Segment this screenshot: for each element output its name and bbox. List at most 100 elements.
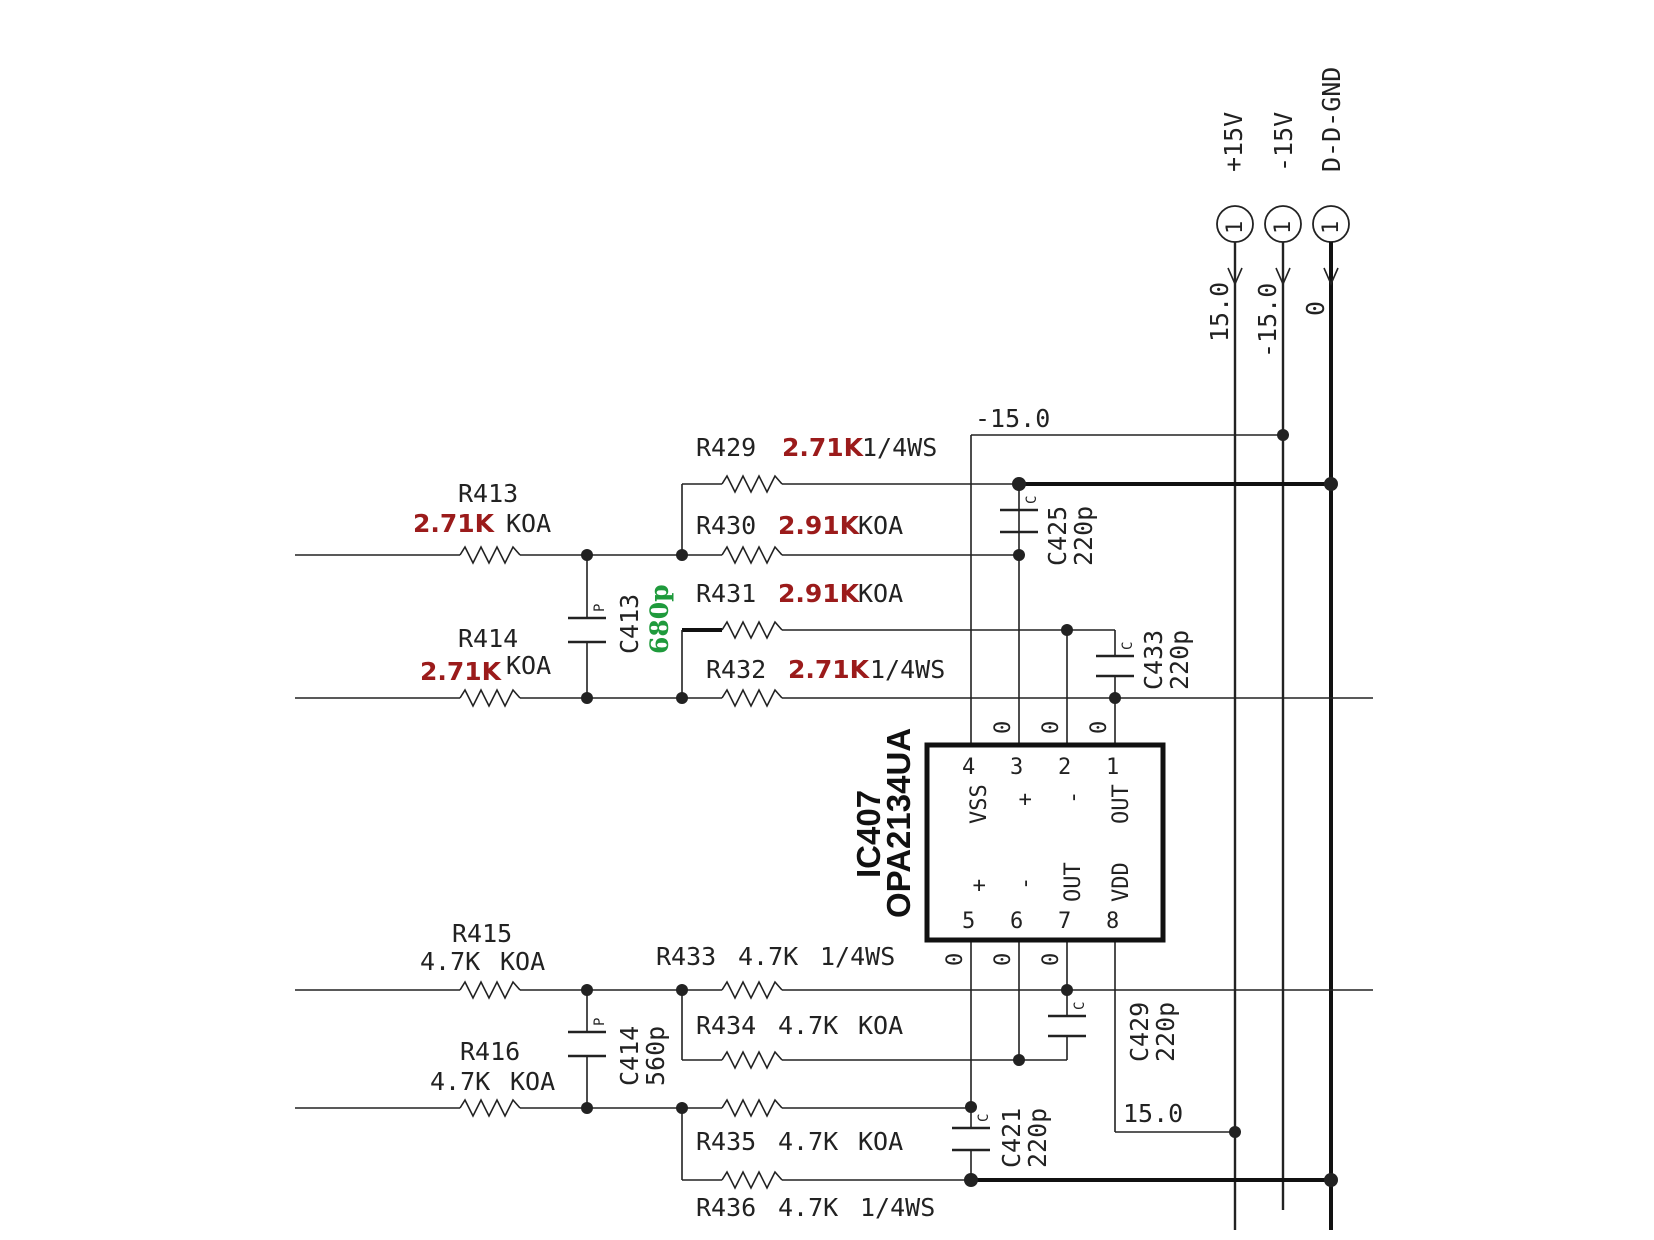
m15-rail-voltage: -15.0 bbox=[1253, 283, 1282, 358]
R434-spec: KOA bbox=[858, 1011, 903, 1040]
R429-value: 2.71K bbox=[782, 433, 865, 462]
R413-symbol bbox=[459, 545, 521, 565]
gnd-connector-pin: 1 bbox=[1319, 221, 1344, 234]
R432-value: 2.71K bbox=[788, 655, 871, 684]
m15-arrow-icon bbox=[1275, 267, 1291, 286]
C414-value: 560p bbox=[641, 1026, 670, 1086]
R414-symbol bbox=[459, 688, 521, 708]
C421-type: C bbox=[976, 1114, 992, 1122]
p15-arrow-icon bbox=[1227, 267, 1243, 286]
R435-ref: R435 bbox=[696, 1127, 756, 1156]
C425-symbol bbox=[1000, 508, 1038, 534]
R434-symbol bbox=[721, 1050, 783, 1070]
R432-spec: 1/4WS bbox=[870, 655, 945, 684]
ic-pin4-num: 4 bbox=[962, 755, 975, 780]
m15-rail-name: -15V bbox=[1269, 112, 1298, 172]
C414-type: P bbox=[592, 1018, 608, 1026]
C413-symbol bbox=[568, 616, 606, 644]
C421-symbol bbox=[952, 1126, 990, 1152]
R432-ref: R432 bbox=[706, 655, 766, 684]
ic-pin6-voltage: 0 bbox=[991, 953, 1016, 966]
C425-ref: C425 bbox=[1043, 506, 1072, 566]
m15-connector-pin: 1 bbox=[1271, 221, 1296, 234]
R416-symbol bbox=[459, 1098, 521, 1118]
R430-spec: KOA bbox=[858, 511, 903, 540]
C425-type: C bbox=[1024, 496, 1040, 504]
C433-value: 220p bbox=[1165, 630, 1194, 690]
R413-value: 2.71K bbox=[413, 509, 496, 538]
C433-symbol bbox=[1096, 654, 1134, 678]
R433-symbol bbox=[721, 980, 783, 1000]
ic-pin8-num: 8 bbox=[1106, 909, 1119, 934]
R429-spec: 1/4WS bbox=[862, 433, 937, 462]
R415-symbol bbox=[459, 980, 521, 1000]
C429-ref: C429 bbox=[1125, 1002, 1154, 1062]
R431-symbol bbox=[721, 620, 783, 640]
p15-rail-name: +15V bbox=[1219, 112, 1248, 172]
ic-part: OPA2134UA bbox=[880, 728, 917, 918]
gnd-arrow-icon bbox=[1323, 267, 1339, 286]
ic-pin4-voltage: 0 bbox=[991, 721, 1016, 734]
C429-symbol bbox=[1048, 1014, 1086, 1038]
net-label-neg15: -15.0 bbox=[975, 404, 1050, 433]
ic-body bbox=[924, 742, 1166, 943]
ic-pin2-num: 2 bbox=[1058, 755, 1071, 780]
ic-pin5-name: + bbox=[967, 879, 992, 892]
R429-ref: R429 bbox=[696, 433, 756, 462]
ic-pin2-voltage: 0 bbox=[1087, 721, 1112, 734]
ic-pin4-name: VSS bbox=[967, 784, 992, 824]
R431-value: 2.91K bbox=[778, 579, 861, 608]
ic-ref: IC407 bbox=[850, 790, 887, 878]
ic-pin1-name: OUT bbox=[1109, 784, 1134, 824]
wires bbox=[295, 429, 1373, 1187]
R414-spec: KOA bbox=[506, 651, 551, 680]
C413-value: 680p bbox=[645, 584, 674, 654]
C429-value: 220p bbox=[1151, 1002, 1180, 1062]
R434-ref: R434 bbox=[696, 1011, 756, 1040]
C421-ref: C421 bbox=[997, 1108, 1026, 1168]
R431-spec: KOA bbox=[858, 579, 903, 608]
R435-symbol bbox=[721, 1098, 783, 1118]
R416-value: 4.7K bbox=[430, 1067, 490, 1096]
R430-value: 2.91K bbox=[778, 511, 861, 540]
C425-value: 220p bbox=[1069, 506, 1098, 566]
C421-value: 220p bbox=[1023, 1108, 1052, 1168]
R430-symbol bbox=[721, 545, 783, 565]
R415-spec: KOA bbox=[500, 947, 545, 976]
gnd-rail-name: D-D-GND bbox=[1317, 67, 1346, 172]
ic-pin6-num: 6 bbox=[1010, 909, 1023, 934]
p15-rail-voltage: 15.0 bbox=[1205, 282, 1234, 342]
C433-ref: C433 bbox=[1139, 630, 1168, 690]
ic-pin1-num: 1 bbox=[1106, 755, 1119, 780]
R433-ref: R433 bbox=[656, 942, 716, 971]
ic-pin7-num: 7 bbox=[1058, 909, 1071, 934]
ic-pin3-name: + bbox=[1013, 793, 1038, 806]
R415-value: 4.7K bbox=[420, 947, 480, 976]
C433-type: C bbox=[1120, 642, 1136, 650]
ic-pin5-voltage: 0 bbox=[943, 953, 968, 966]
C413-ref: C413 bbox=[615, 594, 644, 654]
R414-value: 2.71K bbox=[420, 657, 503, 686]
R413-ref: R413 bbox=[458, 479, 518, 508]
R432-symbol bbox=[721, 688, 783, 708]
ic-pin3-voltage: 0 bbox=[1039, 721, 1064, 734]
R430-ref: R430 bbox=[696, 511, 756, 540]
C429-type: C bbox=[1072, 1002, 1088, 1010]
R435-spec: KOA bbox=[858, 1127, 903, 1156]
R434-value: 4.7K bbox=[778, 1011, 838, 1040]
R433-spec: 1/4WS bbox=[820, 942, 895, 971]
R413-spec: KOA bbox=[506, 509, 551, 538]
power-rails: +15V 1 15.0 -15V 1 -15.0 D-D-GND 1 0 bbox=[1205, 67, 1350, 1230]
R436-symbol bbox=[721, 1170, 783, 1190]
R416-spec: KOA bbox=[510, 1067, 555, 1096]
ic-pin5-num: 5 bbox=[962, 909, 975, 934]
p15-connector-pin: 1 bbox=[1223, 221, 1248, 234]
R436-value: 4.7K bbox=[778, 1193, 838, 1222]
capacitor-symbols bbox=[568, 508, 1134, 1152]
R414-ref: R414 bbox=[458, 624, 518, 653]
C414-ref: C414 bbox=[615, 1026, 644, 1086]
ic-pin7-name: OUT bbox=[1061, 862, 1086, 902]
R436-spec: 1/4WS bbox=[860, 1193, 935, 1222]
ic-pin2-name: - bbox=[1061, 791, 1086, 804]
